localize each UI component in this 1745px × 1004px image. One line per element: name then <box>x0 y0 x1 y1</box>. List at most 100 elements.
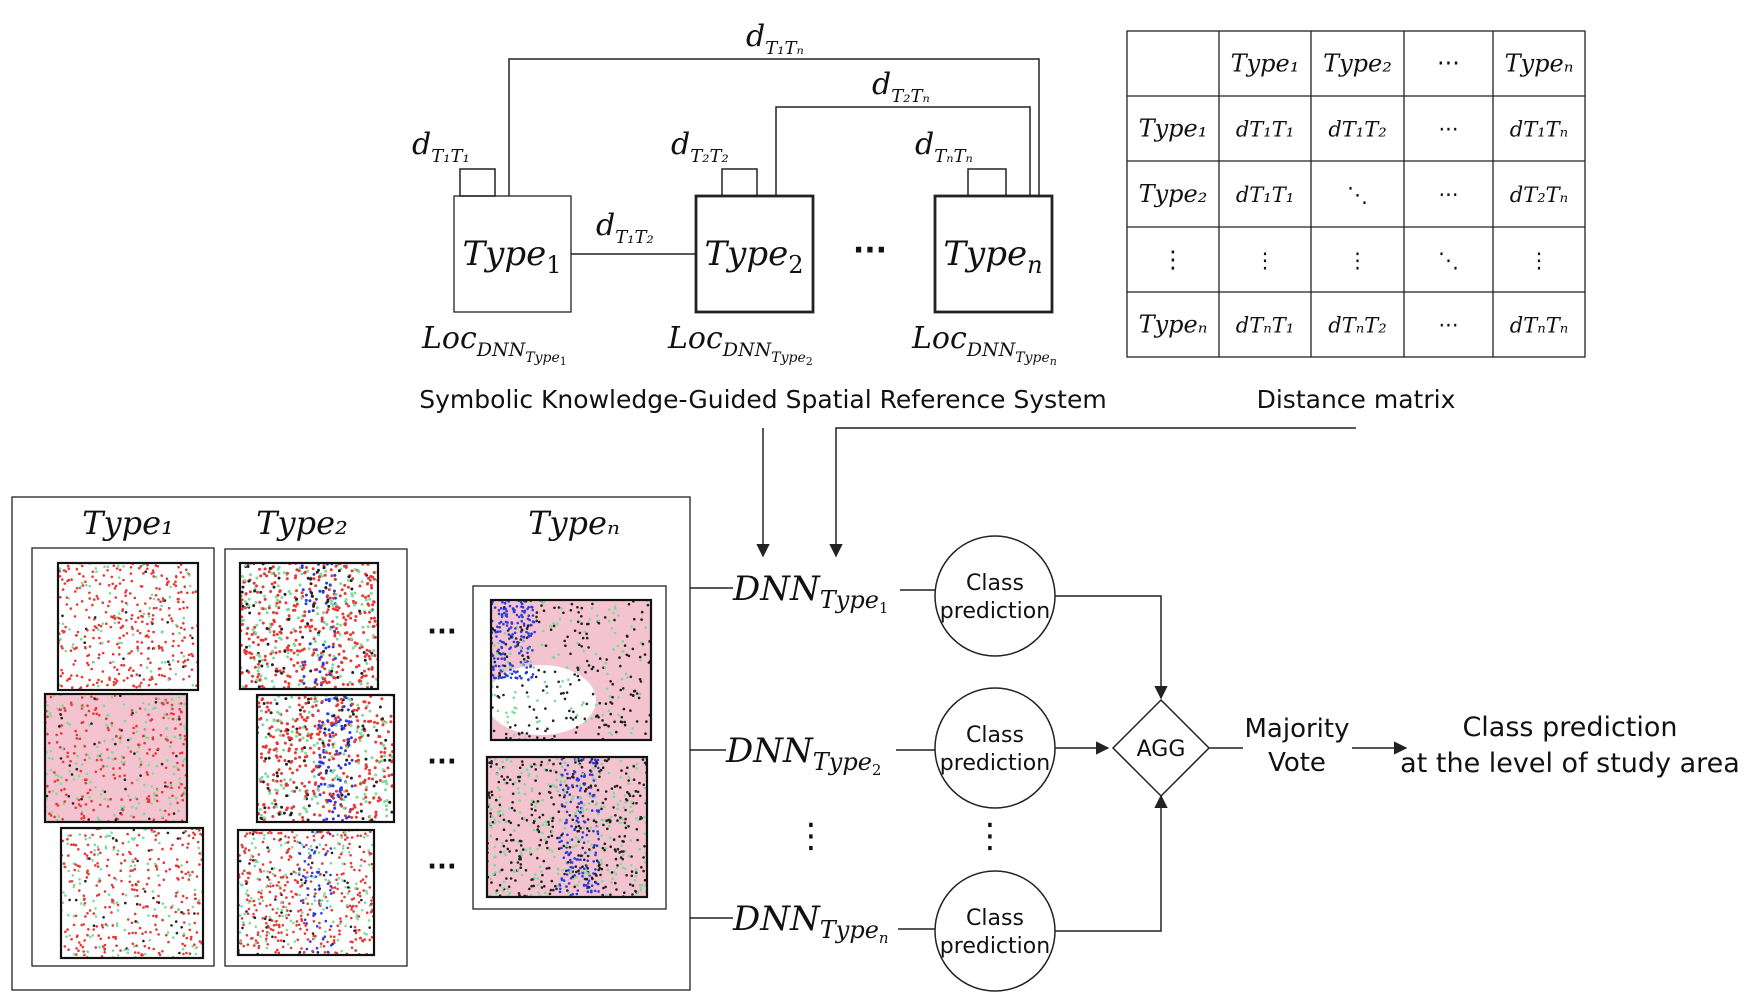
sample-point <box>364 767 368 770</box>
sample-point <box>619 759 623 763</box>
sample-point <box>312 577 316 581</box>
sample-point <box>158 587 161 591</box>
sample-point <box>304 897 308 900</box>
sample-point <box>589 760 593 763</box>
sample-point <box>632 794 635 798</box>
sample-point <box>598 701 602 705</box>
sample-point <box>625 653 629 657</box>
sample-point <box>600 762 604 766</box>
sample-point <box>582 883 586 887</box>
sample-point <box>627 825 630 828</box>
sample-point <box>168 796 171 800</box>
sample-point <box>123 859 127 862</box>
sample-point <box>183 636 186 639</box>
sample-point <box>257 946 261 950</box>
sample-point <box>603 759 607 762</box>
sample-point <box>139 763 143 766</box>
sample-point <box>271 815 275 818</box>
sample-point <box>199 832 202 836</box>
sample-point <box>563 761 567 765</box>
sample-point <box>169 783 173 787</box>
sample-point <box>256 877 259 881</box>
sample-point <box>363 881 367 885</box>
sample-point <box>357 679 361 683</box>
sample-point <box>197 846 200 850</box>
sample-point <box>294 719 298 723</box>
sample-point <box>94 907 97 910</box>
sample-point <box>494 758 497 761</box>
sample-point <box>155 606 158 610</box>
sample-point <box>87 928 90 931</box>
sample-point <box>582 649 586 653</box>
sample-point <box>171 717 175 721</box>
sample-point <box>360 858 363 862</box>
sample-point <box>286 880 289 884</box>
sample-point <box>346 836 349 839</box>
sample-point <box>388 758 392 762</box>
sample-point <box>623 723 627 727</box>
sample-point <box>148 748 151 751</box>
sample-point <box>274 604 278 608</box>
sample-point <box>509 635 513 639</box>
sample-point <box>287 913 291 917</box>
sample-point <box>598 657 602 660</box>
sample-point <box>378 705 382 709</box>
sample-point <box>339 697 343 701</box>
sample-point <box>94 864 97 867</box>
sample-point <box>292 805 296 809</box>
sample-point <box>152 896 155 900</box>
sample-point <box>177 786 181 789</box>
sample-point <box>304 876 307 879</box>
sample-point <box>280 939 283 942</box>
sample-point <box>160 604 163 608</box>
sample-point <box>88 935 92 939</box>
sample-point <box>538 816 541 819</box>
sample-point <box>198 902 201 905</box>
sample-point <box>490 790 494 794</box>
sample-point <box>386 766 390 770</box>
sample-point <box>63 630 66 633</box>
sample-point <box>518 732 521 736</box>
sample-point <box>333 577 337 581</box>
sample-point <box>260 658 264 662</box>
sample-point <box>147 946 151 950</box>
sample-point <box>519 855 522 859</box>
sample-point <box>56 804 60 807</box>
sample-point <box>61 588 65 591</box>
sample-point <box>68 723 72 726</box>
sample-point <box>510 868 513 872</box>
sample-point <box>497 780 501 784</box>
sample-point <box>365 875 368 878</box>
sample-point <box>627 654 631 658</box>
sample-point <box>364 572 367 576</box>
sample-point <box>492 729 496 733</box>
sample-point <box>292 930 295 934</box>
self-distance-label-type2: dT₂T₂ <box>671 127 729 167</box>
sample-point <box>641 758 645 761</box>
sample-point <box>130 713 133 717</box>
sample-point <box>355 915 358 919</box>
sample-point <box>107 756 110 760</box>
sample-point <box>368 814 372 818</box>
sample-point <box>548 892 552 896</box>
sample-point <box>630 731 633 735</box>
sample-point <box>114 818 118 821</box>
sample-point <box>304 625 308 629</box>
sample-point <box>603 848 606 852</box>
sample-point <box>347 754 351 758</box>
sample-point <box>115 734 118 738</box>
sample-point <box>68 769 71 773</box>
sample-point <box>180 751 184 754</box>
sample-point <box>111 837 115 840</box>
sample-point <box>302 845 306 849</box>
sample-point <box>531 620 535 623</box>
sample-point <box>570 824 573 828</box>
matrix-row-header: ⋮ <box>1161 246 1185 274</box>
sample-point <box>608 695 612 698</box>
sample-point <box>342 844 345 848</box>
sample-point <box>524 869 528 872</box>
sample-point <box>256 941 260 944</box>
sample-point <box>635 762 639 766</box>
sample-point <box>508 778 512 782</box>
sample-point <box>172 772 176 776</box>
